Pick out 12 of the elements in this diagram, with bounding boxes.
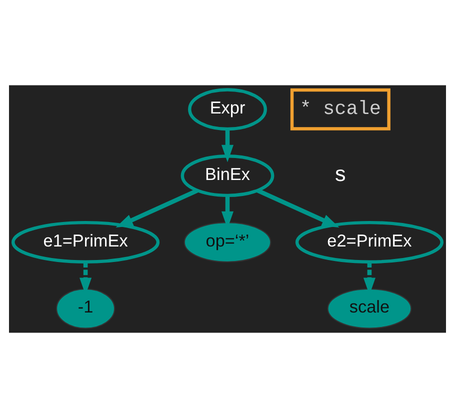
node-ellipse: scale xyxy=(326,288,412,329)
node-ellipse: Expr xyxy=(188,88,266,131)
node-ellipse: op=‘*’ xyxy=(183,222,271,262)
arrow xyxy=(220,129,234,162)
label: s xyxy=(334,162,346,186)
node-ellipse: BinEx xyxy=(180,154,274,198)
arrow xyxy=(115,188,198,228)
label: * scale xyxy=(299,98,381,120)
node-ellipse: e2=PrimEx xyxy=(294,220,443,264)
arrow xyxy=(256,188,339,228)
node-ellipse: e1=PrimEx xyxy=(11,220,160,264)
node-ellipse: -1 xyxy=(55,288,115,329)
